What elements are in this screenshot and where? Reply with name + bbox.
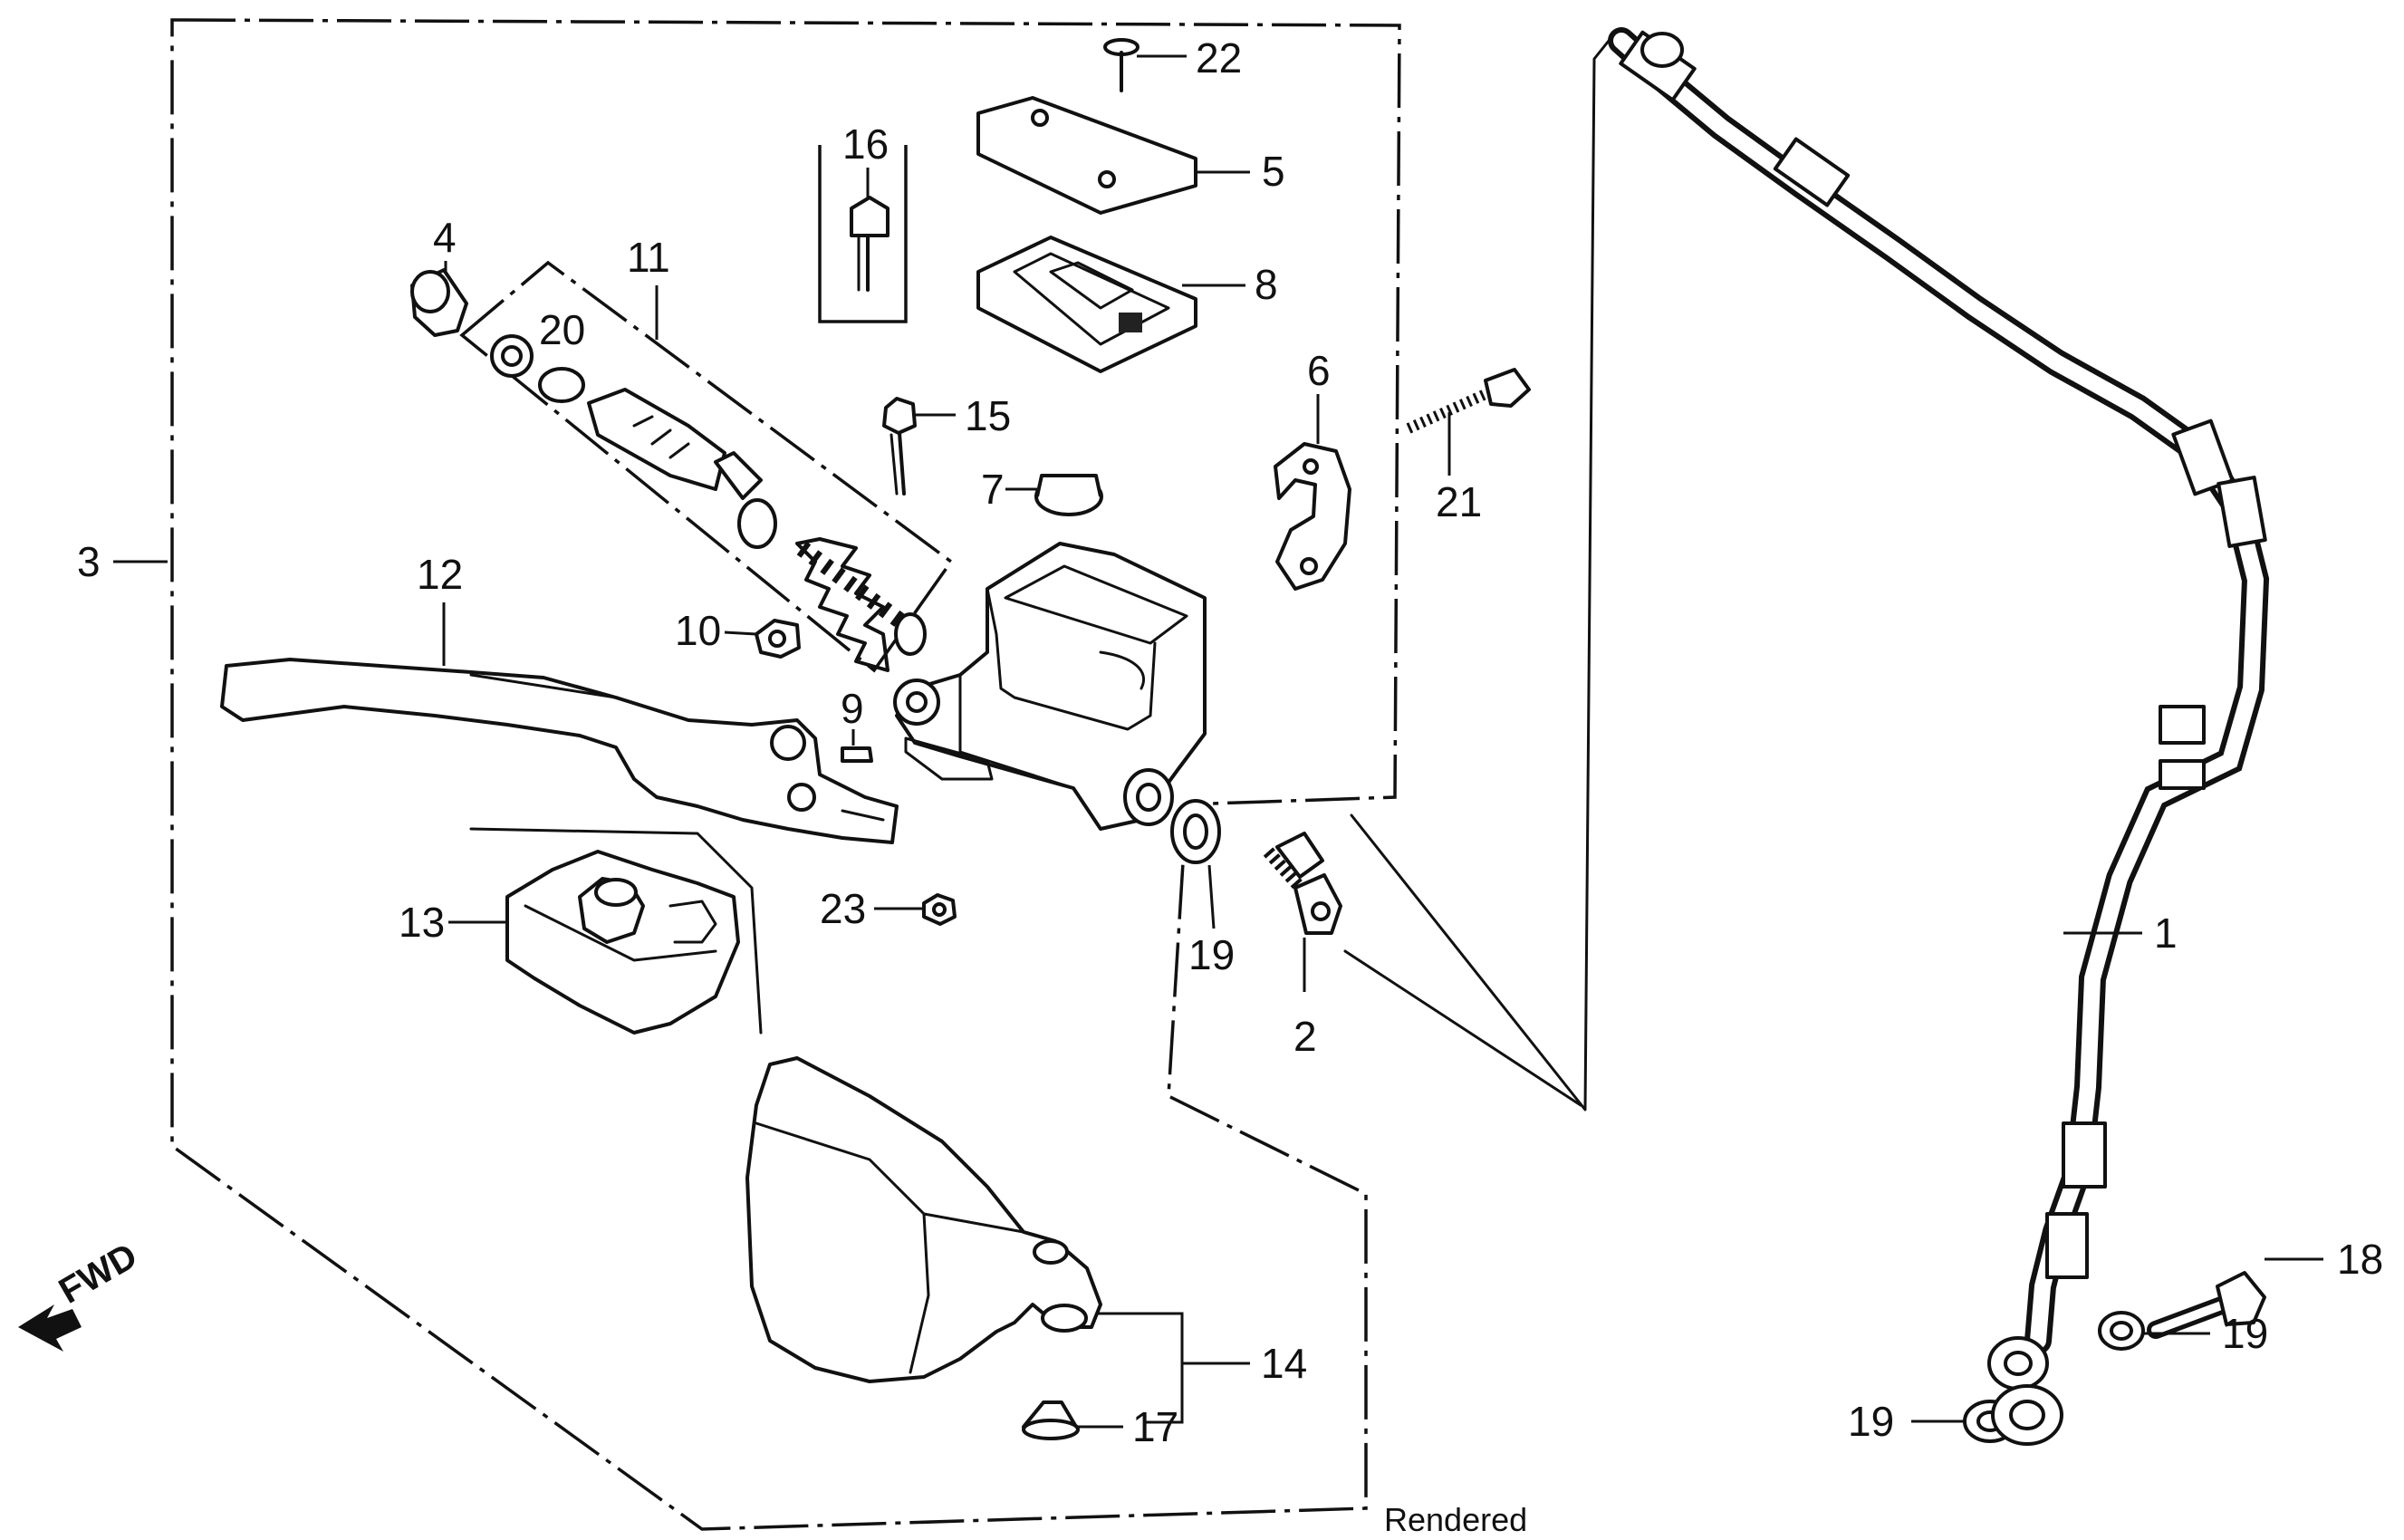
callout-19b: 19 bbox=[2222, 1310, 2268, 1357]
callout-13: 13 bbox=[399, 899, 445, 946]
hose-banjo-fitting bbox=[1991, 1384, 2063, 1446]
part-18-bolt bbox=[2147, 1271, 2266, 1339]
part-10-nut bbox=[755, 619, 801, 659]
callout-5: 5 bbox=[1262, 148, 1285, 195]
part-5-reservoir-cap bbox=[976, 96, 1197, 215]
callout-1: 1 bbox=[2154, 910, 2178, 957]
fwd-label: FWD bbox=[53, 1236, 144, 1312]
callout-20: 20 bbox=[539, 306, 585, 353]
callout-16: 16 bbox=[842, 120, 889, 168]
part-14-handguard bbox=[745, 1056, 1102, 1383]
part-12-lever bbox=[220, 658, 899, 844]
hose-guide-line bbox=[1350, 34, 1614, 1112]
part-19-washer-b bbox=[2098, 1311, 2145, 1351]
part-4-boot bbox=[410, 268, 468, 337]
callout-17: 17 bbox=[1132, 1403, 1178, 1450]
brake-hose bbox=[1608, 27, 2270, 1391]
part-7-cap bbox=[1034, 474, 1103, 516]
master-cylinder-body bbox=[893, 542, 1207, 831]
leader-lines bbox=[113, 54, 2323, 1429]
part-15-bolt bbox=[882, 397, 917, 496]
callout-19c: 19 bbox=[1848, 1398, 1894, 1445]
callout-11: 11 bbox=[627, 234, 670, 281]
callout-9: 9 bbox=[841, 685, 864, 732]
part-16-bolt-box bbox=[818, 145, 908, 323]
callout-4: 4 bbox=[433, 214, 457, 261]
callout-19a: 19 bbox=[1188, 931, 1235, 978]
callout-14: 14 bbox=[1261, 1340, 1307, 1387]
part-2-bolt bbox=[1263, 832, 1342, 935]
cover-bracket-line bbox=[469, 827, 763, 1035]
callout-10: 10 bbox=[675, 607, 721, 654]
part-11-piston-set bbox=[459, 260, 954, 673]
callout-22: 22 bbox=[1196, 34, 1242, 82]
callout-8: 8 bbox=[1255, 261, 1278, 308]
callout-3: 3 bbox=[77, 538, 101, 585]
callout-21: 21 bbox=[1436, 478, 1482, 525]
part-9-pin bbox=[841, 746, 873, 763]
assembly-frame bbox=[170, 18, 1401, 1531]
callout-7: 7 bbox=[981, 466, 1005, 513]
callout-23: 23 bbox=[820, 885, 866, 932]
footer-stamp: Rendered bbox=[1384, 1501, 1527, 1538]
fwd-arrow-icon: FWD bbox=[18, 1236, 144, 1352]
part-8-diaphragm bbox=[976, 236, 1197, 373]
callout-2: 2 bbox=[1293, 1013, 1317, 1060]
callout-15: 15 bbox=[965, 392, 1011, 439]
part-19-washer-a bbox=[1170, 799, 1221, 864]
part-6-holder bbox=[1274, 442, 1351, 591]
part-13-cover bbox=[505, 850, 740, 1035]
callout-18: 18 bbox=[2337, 1236, 2383, 1283]
part-23-nut bbox=[922, 893, 957, 926]
callout-12: 12 bbox=[417, 551, 463, 598]
part-17-nut bbox=[1022, 1400, 1080, 1440]
callout-numbers: 22 5 8 16 4 11 20 15 7 6 21 3 12 10 9 13… bbox=[77, 34, 2383, 1450]
part-22-screw bbox=[1103, 38, 1139, 92]
part-21-bolt bbox=[1406, 368, 1531, 434]
hose-guide-line-2 bbox=[1343, 949, 1582, 1107]
callout-6: 6 bbox=[1307, 347, 1331, 394]
